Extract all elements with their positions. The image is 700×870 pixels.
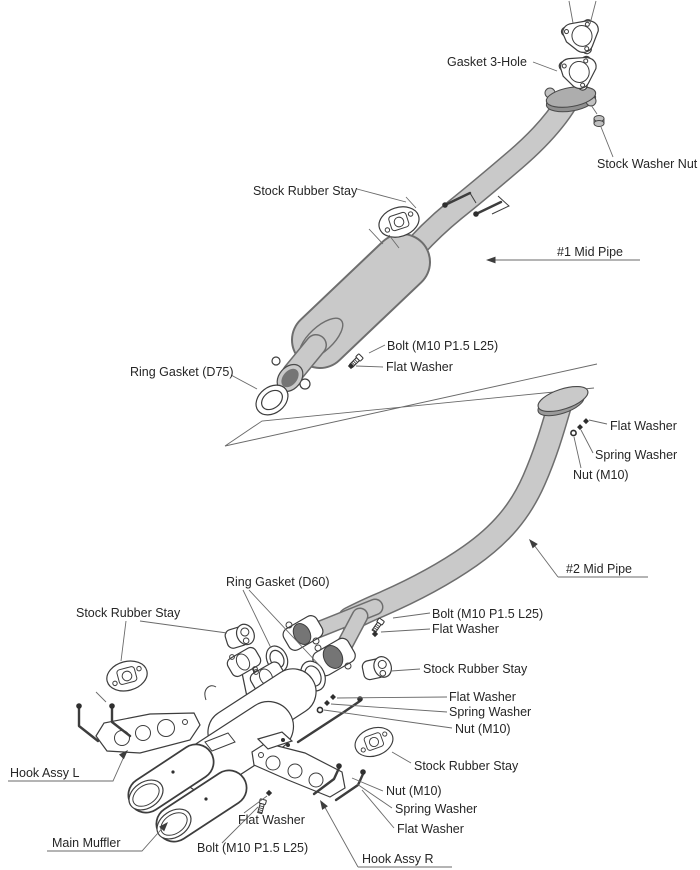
stock-rubber-stay-left	[102, 656, 152, 696]
stock-washer-nut-part	[593, 115, 605, 127]
section-divider-lines	[224, 363, 598, 447]
gasket-3-hole-bottom	[557, 54, 600, 94]
label-mid-pipe-1: #1 Mid Pipe	[557, 245, 623, 259]
label-stock-rubber-stay-4: Stock Rubber Stay	[414, 759, 519, 773]
pipe2-top-flange	[537, 385, 589, 417]
label-spring-washer-3: Spring Washer	[395, 802, 477, 816]
pipe1-top-flange	[544, 86, 597, 113]
labels: Gasket 3-Hole Stock Washer Nut Stock Rub…	[10, 55, 698, 866]
label-gasket-3-hole: Gasket 3-Hole	[447, 55, 527, 69]
mid-pipe-1-assembly	[255, 16, 605, 416]
flat-washer-part-3	[265, 789, 273, 797]
label-nut-m10-1: Nut (M10)	[573, 468, 629, 482]
main-muffler-assembly	[76, 619, 398, 843]
label-flat-washer-3: Flat Washer	[432, 622, 499, 636]
label-flat-washer-2: Flat Washer	[610, 419, 677, 433]
flat-washer-part-2	[371, 630, 379, 638]
label-spring-washer-2: Spring Washer	[449, 705, 531, 719]
label-main-muffler: Main Muffler	[52, 836, 121, 850]
hook-assy-l-part	[95, 712, 201, 754]
gasket-3-hole-top	[559, 16, 605, 60]
pipe1-hanger-rods	[442, 191, 510, 217]
hook-assy-r-part	[251, 731, 346, 798]
stock-rubber-stay-mid	[358, 652, 395, 685]
label-stock-rubber-stay-2: Stock Rubber Stay	[76, 606, 181, 620]
label-hook-assy-l: Hook Assy L	[10, 766, 80, 780]
label-flat-washer-6: Flat Washer	[238, 813, 305, 827]
hook-r-fasteners	[316, 694, 336, 714]
pipe2-outlet-flange-a	[282, 615, 324, 651]
label-flat-washer-1: Flat Washer	[386, 360, 453, 374]
label-flat-washer-4: Flat Washer	[449, 690, 516, 704]
label-hook-assy-r: Hook Assy R	[362, 852, 434, 866]
label-bolt-2: Bolt (M10 P1.5 L25)	[432, 607, 543, 621]
label-mid-pipe-2: #2 Mid Pipe	[566, 562, 632, 576]
pipe2-outlet-flange-b	[312, 637, 356, 677]
mid-pipe-2-assembly	[265, 385, 589, 692]
pipe2-flange-fasteners	[570, 418, 589, 437]
bolt-part-3	[256, 798, 267, 815]
label-bolt-3: Bolt (M10 P1.5 L25)	[197, 841, 308, 855]
label-bolt-1: Bolt (M10 P1.5 L25)	[387, 339, 498, 353]
pipe-opening	[281, 368, 299, 388]
flat-washer-part-1	[347, 362, 355, 370]
hook-l-rods	[76, 703, 132, 743]
leader-lines	[8, 0, 648, 868]
ring-gasket-d75-part	[255, 384, 289, 416]
label-nut-m10-2: Nut (M10)	[455, 722, 511, 736]
label-flat-washer-5: Flat Washer	[397, 822, 464, 836]
label-nut-m10-3: Nut (M10)	[386, 784, 442, 798]
label-spring-washer-1: Spring Washer	[595, 448, 677, 462]
label-ring-gasket-d75: Ring Gasket (D75)	[130, 365, 234, 379]
label-stock-rubber-stay-3: Stock Rubber Stay	[423, 662, 528, 676]
muffler-tips	[127, 743, 248, 843]
label-stock-washer-nut: Stock Washer Nut	[597, 157, 698, 171]
label-stock-rubber-stay-1: Stock Rubber Stay	[253, 184, 358, 198]
stock-rubber-stay-lower	[350, 721, 398, 763]
label-ring-gasket-d60: Ring Gasket (D60)	[226, 575, 330, 589]
